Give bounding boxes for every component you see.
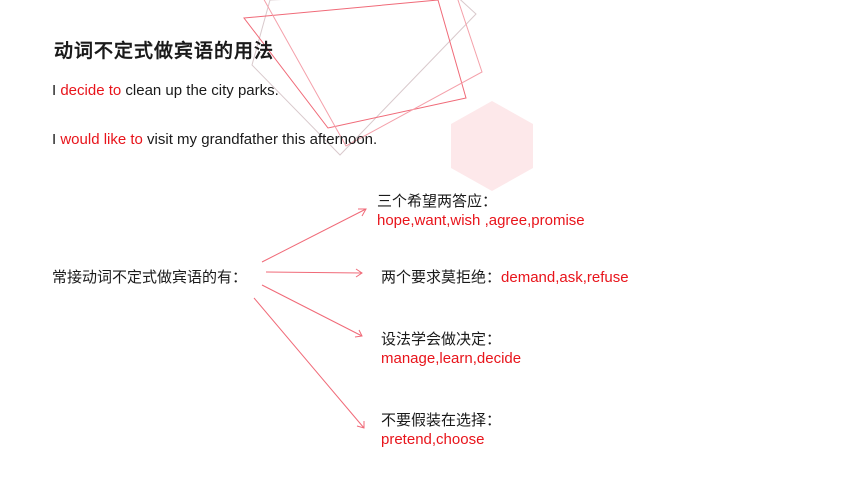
sentence-1-highlight: decide to xyxy=(60,82,122,99)
deco-square-pink xyxy=(243,0,467,129)
sentence-1-pre: I xyxy=(52,82,61,99)
branch-2-words: demand,ask,refuse xyxy=(501,269,629,286)
deco-hexagon xyxy=(451,101,533,191)
branch-1-label: 三个希望两答应： xyxy=(377,192,498,210)
example-sentence-1: I decide to clean up the city parks. xyxy=(52,82,279,99)
arrow-4 xyxy=(253,297,365,429)
arrow-2 xyxy=(265,271,363,274)
branch-3-words: manage,learn,decide xyxy=(381,350,522,367)
sentence-2-pre: I xyxy=(52,131,61,148)
sentence-2-post: visit my grandfather this afternoon. xyxy=(142,131,378,148)
sentence-1-post: clean up the city parks. xyxy=(121,82,279,99)
branch-4-label: 不要假装在选择： xyxy=(381,411,502,429)
branch-4-words: pretend,choose xyxy=(381,431,485,448)
branch-3-label: 设法学会做决定： xyxy=(381,330,502,348)
branch-2-label: 两个要求莫拒绝： xyxy=(381,268,502,286)
arrow-1 xyxy=(261,208,367,263)
branch-4: 不要假装在选择： pretend,choose xyxy=(381,410,501,450)
arrow-3 xyxy=(261,284,363,337)
lead-text: 常接动词不定式做宾语的有： xyxy=(52,268,248,286)
sentence-2-highlight: would like to xyxy=(60,131,143,148)
branch-1-words: hope,want,wish ,agree,promise xyxy=(377,212,585,229)
example-sentence-2: I would like to visit my grandfather thi… xyxy=(52,131,377,148)
branch-3: 设法学会做决定： manage,learn,decide xyxy=(381,329,521,369)
deco-square-pink-2 xyxy=(263,0,483,147)
page-title: 动词不定式做宾语的用法 xyxy=(54,40,275,62)
branch-1: 三个希望两答应： hope,want,wish ,agree,promise xyxy=(377,191,585,231)
branch-2: 两个要求莫拒绝：demand,ask,refuse xyxy=(381,267,629,288)
branch-arrows xyxy=(253,208,367,429)
